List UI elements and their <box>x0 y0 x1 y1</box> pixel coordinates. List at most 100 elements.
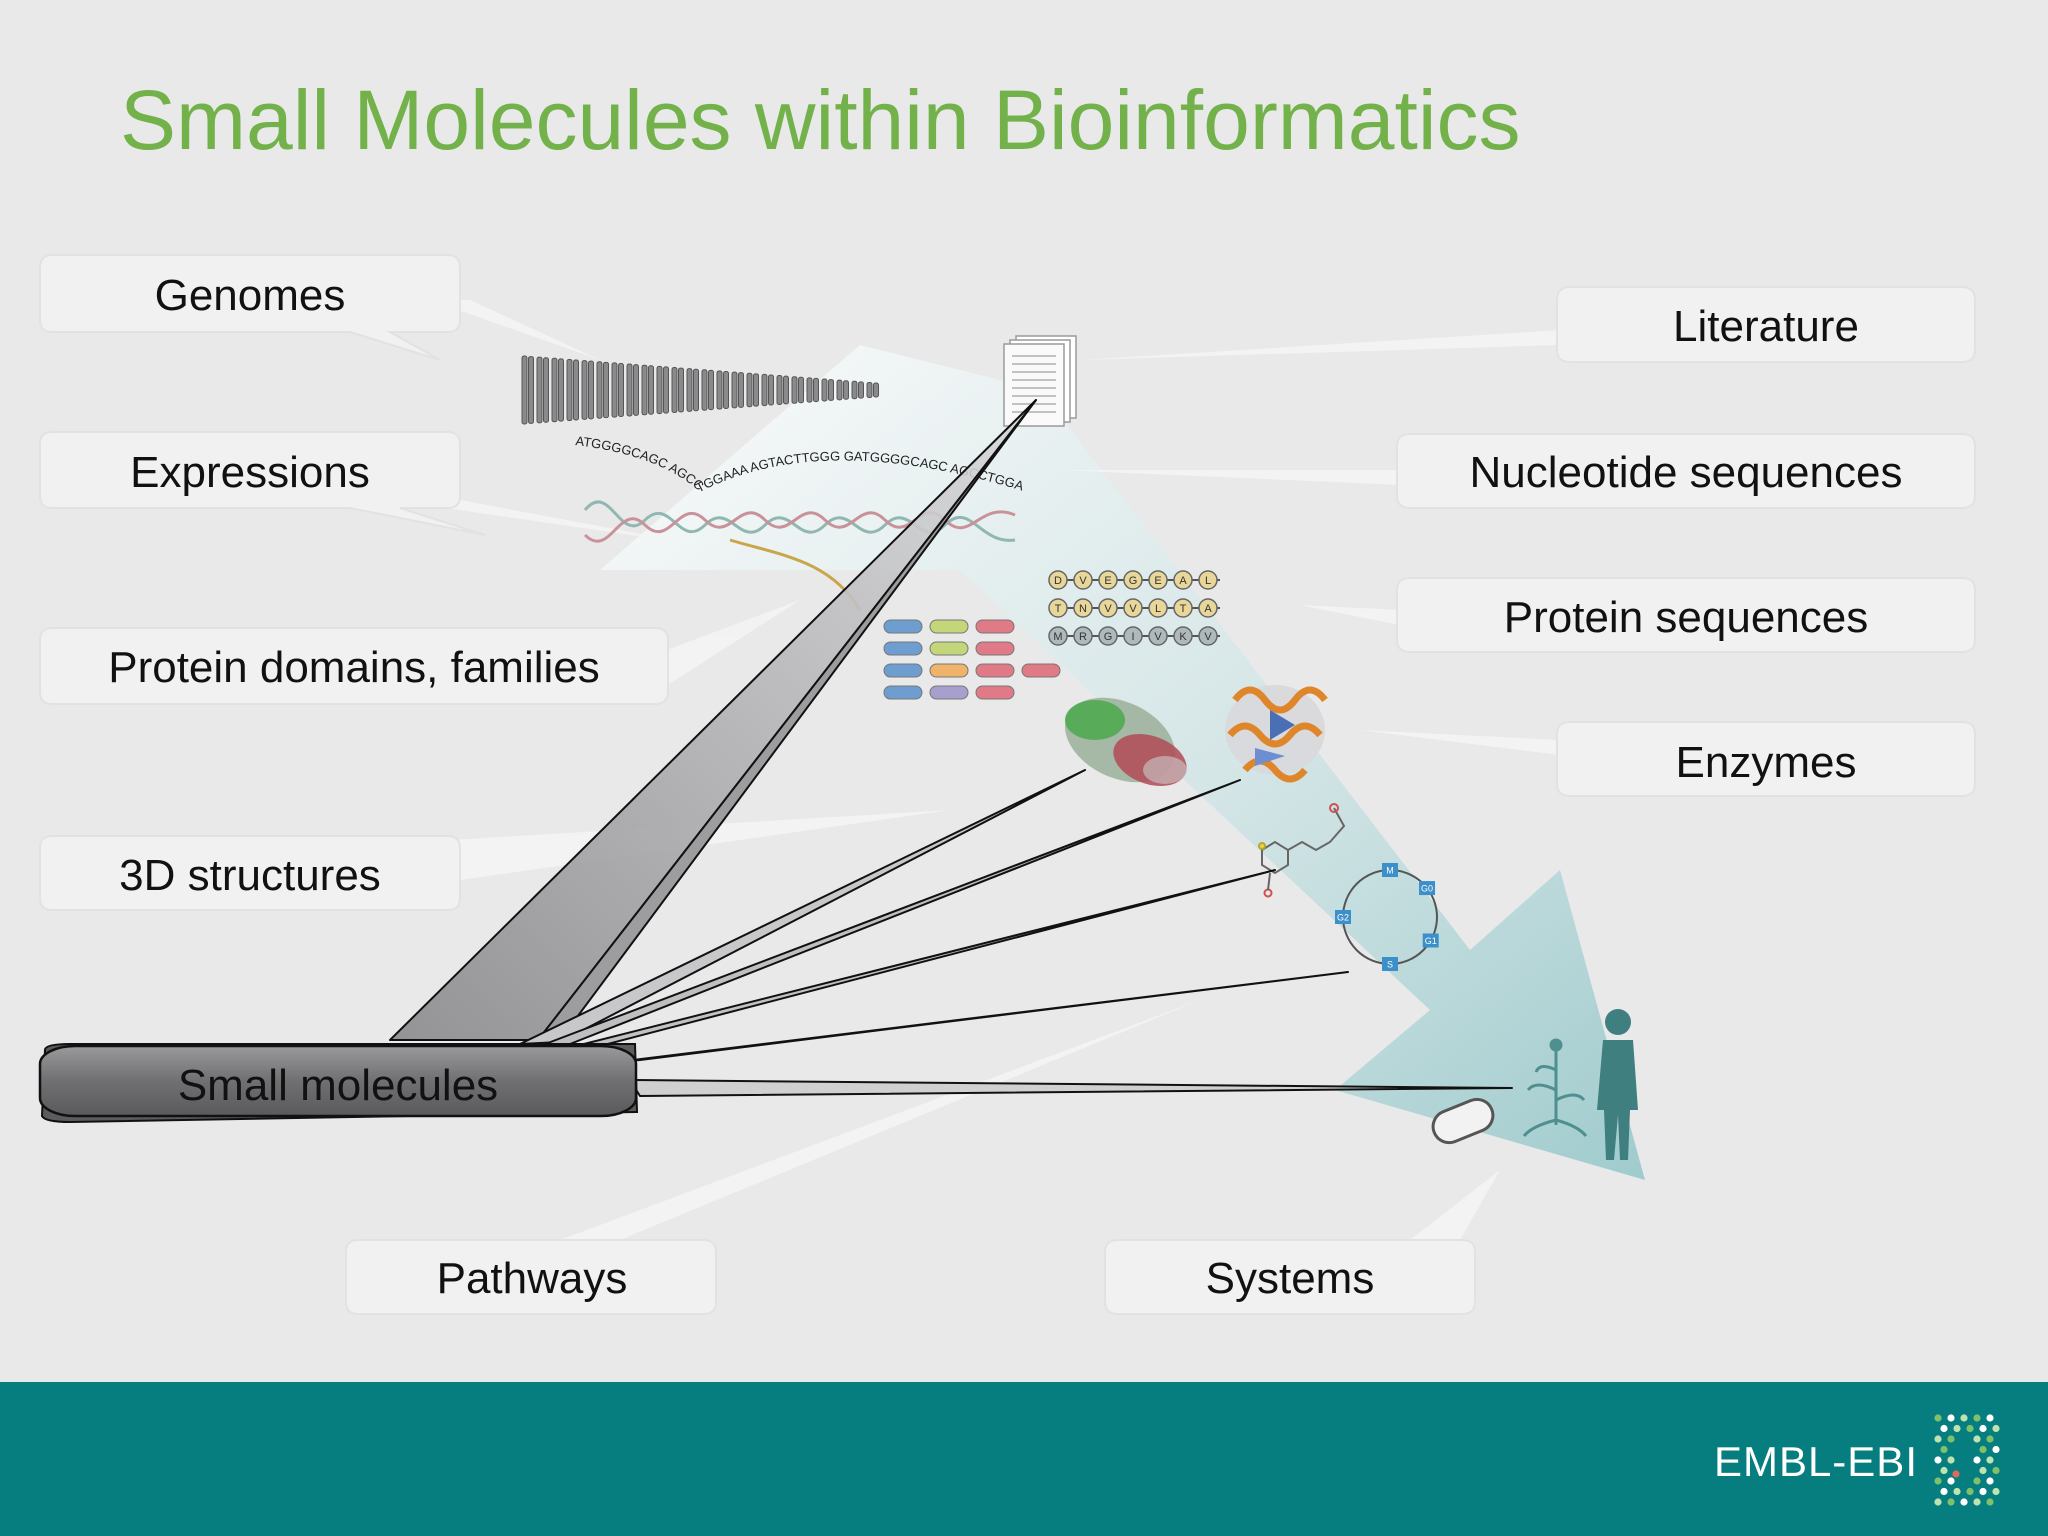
residue-label: E <box>1154 575 1161 587</box>
diagram: Genomes Expressions Protein domains, fam… <box>0 0 1976 1315</box>
hub-label: Small molecules <box>178 1061 498 1110</box>
logo-dot <box>1934 1414 1942 1422</box>
callout-3d-structures: 3D structures <box>39 835 461 911</box>
logo-dot <box>1947 1435 1955 1443</box>
callout-label-protein-domains: Protein domains, families <box>108 643 600 692</box>
residue-label: T <box>1055 603 1062 615</box>
chromosome-bar <box>528 356 534 424</box>
small-molecules-hub: Small molecules <box>38 1043 639 1124</box>
callout-protein-domains: Protein domains, families <box>39 627 669 705</box>
chromosome-bar <box>716 370 723 410</box>
residue-label: V <box>1154 631 1162 643</box>
chromosome-bar <box>851 380 858 400</box>
literature-document-icon <box>1003 335 1077 427</box>
chromosome-bar <box>551 357 558 423</box>
residue-label: M <box>1053 631 1062 643</box>
chromosome-bar <box>746 372 753 408</box>
logo-dot <box>1966 1424 1974 1433</box>
callout-genomes: Genomes <box>39 254 461 361</box>
slide-title: Small Molecules within Bioinformatics <box>120 73 1521 167</box>
domain-bar <box>929 685 969 700</box>
callout-expressions: Expressions <box>39 431 486 536</box>
chromosome-bar <box>581 360 588 420</box>
phase-label: G2 <box>1337 913 1349 923</box>
residue-label: A <box>1204 603 1212 615</box>
chromosome-bar <box>761 373 768 407</box>
residue-bead <box>1048 626 1068 646</box>
logo-dot <box>1992 1445 2000 1454</box>
footer-bar: EMBL-EBI <box>0 1382 2048 1536</box>
chromosome-bar <box>678 367 684 413</box>
domain-bar <box>975 685 1015 700</box>
bacterium-icon <box>1431 1097 1495 1145</box>
chromosome-bar <box>626 363 633 417</box>
residue-label: V <box>1079 575 1087 587</box>
chromosome-bar <box>558 358 564 422</box>
logo-dot <box>1992 1487 2000 1496</box>
callout-protein-sequences: Protein sequences <box>1396 577 1976 653</box>
chromosome-bar <box>738 372 744 408</box>
enzyme-structure <box>1225 685 1328 783</box>
residue-label: V <box>1204 631 1212 643</box>
logo-dot <box>1986 1456 1994 1464</box>
phase-box <box>1382 957 1398 971</box>
logo-dot <box>1934 1477 1942 1485</box>
protein-domain-bars <box>883 619 1061 700</box>
chromosome-bar <box>693 368 699 412</box>
phase-box <box>1382 863 1398 877</box>
chromosome-bar <box>641 364 648 416</box>
connection-cones <box>389 399 1513 1097</box>
chromosome-bar <box>596 361 603 419</box>
callout-label-enzymes: Enzymes <box>1676 738 1857 787</box>
chromosome-bar <box>866 381 873 399</box>
protein-3d-structure <box>1065 697 1187 787</box>
chromosome-bar <box>603 361 609 419</box>
callout-label-genomes: Genomes <box>155 271 346 320</box>
residue-label: G <box>1104 631 1113 643</box>
logo-dot <box>1947 1456 1955 1464</box>
logo-dot <box>1973 1477 1981 1485</box>
callout-label-protein-sequences: Protein sequences <box>1504 593 1868 642</box>
residue-bead <box>1173 626 1193 646</box>
domain-bar <box>883 685 923 700</box>
embl-ebi-logo-text: EMBL-EBI <box>1713 1438 1918 1485</box>
callout-systems: Systems <box>1104 1239 1476 1315</box>
residue-label: K <box>1179 631 1187 643</box>
phase-box <box>1419 881 1436 896</box>
logo-dot <box>1986 1477 1994 1485</box>
logo-dot <box>1992 1466 2000 1475</box>
logo-dot <box>1986 1414 1994 1422</box>
plant-icon <box>1522 1038 1588 1137</box>
callout-label-pathways: Pathways <box>437 1254 628 1303</box>
logo-dot <box>1979 1466 1987 1475</box>
phase-label: S <box>1387 960 1393 970</box>
residue-bead <box>1073 626 1093 646</box>
chromosome-bar <box>768 374 774 406</box>
chromosome-bar <box>708 369 714 411</box>
logo-dot <box>1952 1470 1960 1478</box>
logo-dot <box>1973 1414 1981 1422</box>
callout-literature: Literature <box>1556 286 1976 363</box>
residue-bead <box>1148 598 1168 618</box>
logo-dot <box>1934 1456 1942 1464</box>
callout-nucleotide-sequences: Nucleotide sequences <box>1396 433 1976 509</box>
chromosome-bar <box>633 364 639 416</box>
domain-bar <box>975 663 1015 678</box>
logo-dot <box>1947 1477 1955 1485</box>
logo-dot <box>1940 1487 1948 1496</box>
chromosome-bar <box>663 366 669 414</box>
chromosome-bar <box>536 356 543 424</box>
callout-label-nucleotide-sequences: Nucleotide sequences <box>1470 448 1903 497</box>
callout-label-3d-structures: 3D structures <box>119 851 381 900</box>
residue-bead <box>1173 570 1193 590</box>
domain-bar <box>1021 663 1061 678</box>
domain-bar <box>929 663 969 678</box>
residue-label: L <box>1155 603 1161 615</box>
chromosome-bar <box>573 359 579 421</box>
chromosome-bar <box>648 365 654 415</box>
chromosome-bar <box>873 382 879 398</box>
chromosome-bar <box>521 355 528 425</box>
domain-bar <box>883 641 923 656</box>
logo-dot <box>1979 1487 1987 1496</box>
residue-label: L <box>1205 575 1211 587</box>
